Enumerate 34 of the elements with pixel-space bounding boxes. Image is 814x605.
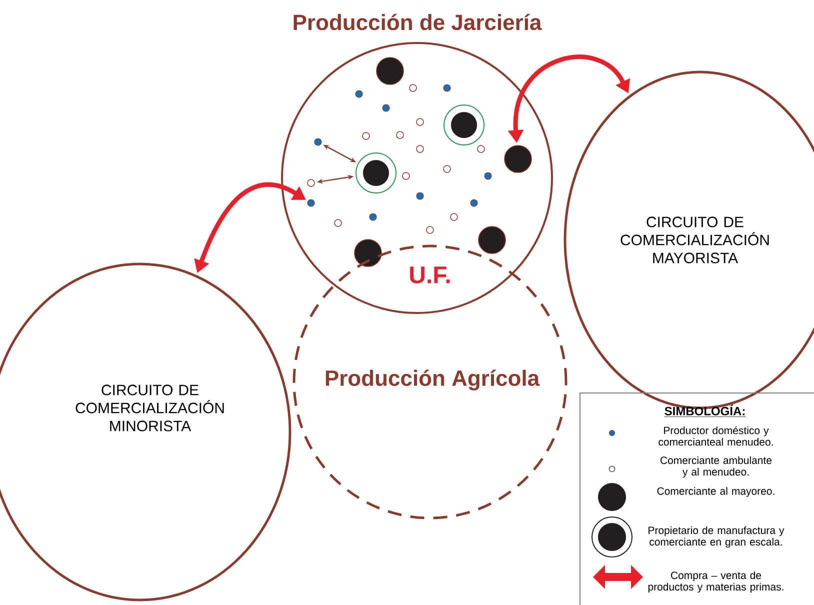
legend-text: Propietario de manufactura y comerciante en gran escala. xyxy=(648,526,784,548)
producer-dot xyxy=(382,104,390,112)
wholesaler-dot xyxy=(376,57,404,85)
trader-dot xyxy=(426,226,434,234)
trader-dot xyxy=(450,213,458,221)
producer-dot xyxy=(443,84,451,92)
producer-dot xyxy=(307,199,315,207)
wholesaler-dot xyxy=(354,239,382,267)
producer-dot xyxy=(416,192,424,200)
trader-dot xyxy=(443,165,451,173)
legend-text: Comerciante al mayoreo. xyxy=(657,487,774,497)
legend-text: Productor doméstico y comercianteal menudeo. xyxy=(658,426,773,446)
legend-text: Comerciante ambulante y al menudeo. xyxy=(660,456,772,478)
trader-dot xyxy=(477,145,485,153)
trader-dot xyxy=(396,131,404,139)
producer-dot xyxy=(470,199,478,207)
circle-heading: Producción de Jarciería xyxy=(294,14,542,30)
trader-dot xyxy=(409,84,417,92)
ringed-dot xyxy=(444,104,484,146)
trader-dot xyxy=(402,172,410,180)
wholesaler-dot xyxy=(504,145,532,173)
unit-label: U.F. xyxy=(410,266,450,284)
trader-dot xyxy=(334,219,342,227)
legend-text: Compra – venta de productos y materias primas. xyxy=(648,571,784,593)
producer-dot xyxy=(484,172,492,180)
producer-dot xyxy=(355,90,363,98)
trader-dot xyxy=(362,132,370,140)
producer-dot xyxy=(314,138,322,146)
trader-dot xyxy=(307,179,315,187)
ringed-dot xyxy=(356,152,396,194)
trader-dot xyxy=(416,145,424,153)
trader-dot xyxy=(416,118,424,126)
wholesaler-dot xyxy=(478,226,506,254)
producer-dot xyxy=(369,213,377,221)
